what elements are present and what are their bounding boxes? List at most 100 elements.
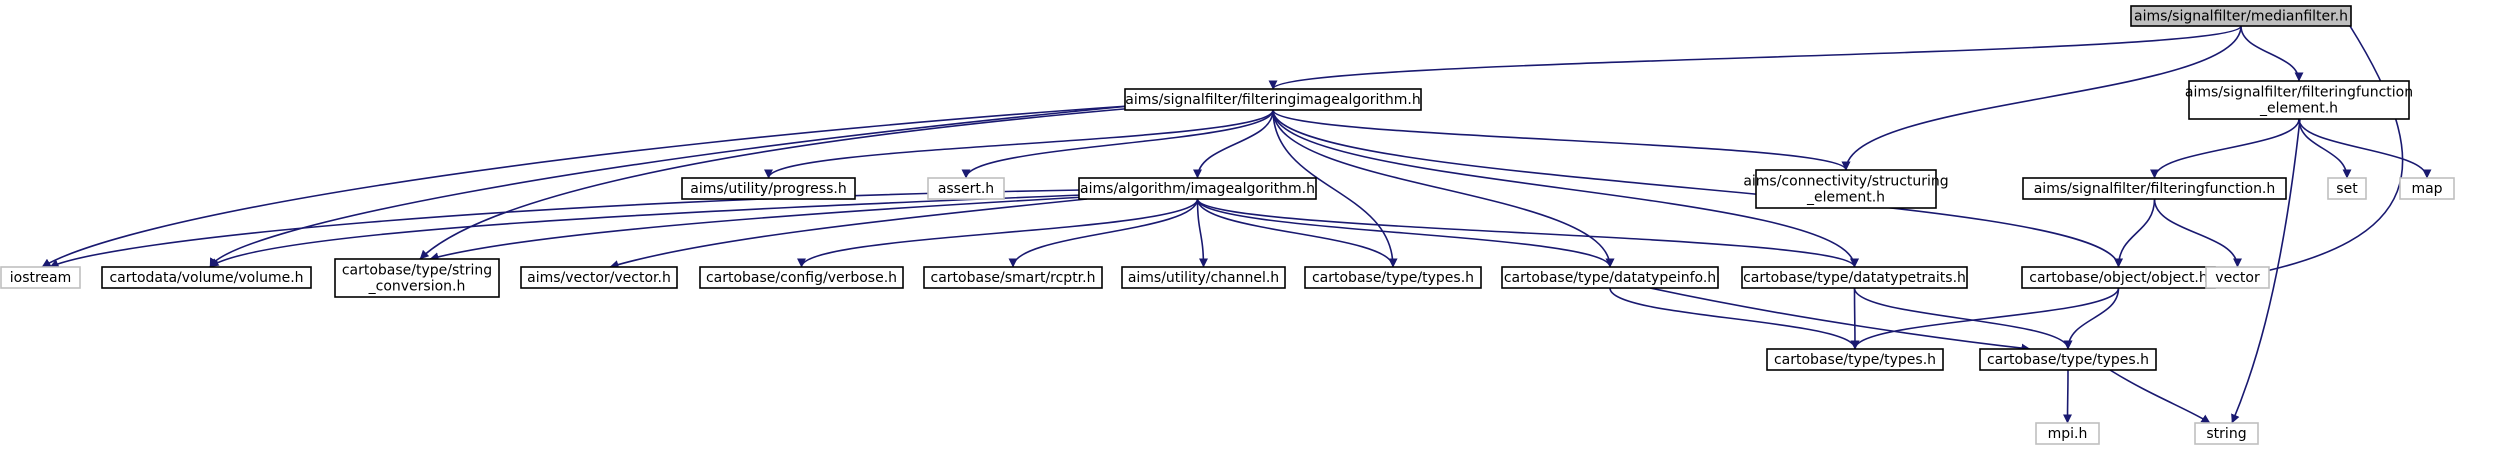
edge-medianfilter-to-filteringfunction_element: [2240, 25, 2304, 82]
node-rcptr[interactable]: cartobase/smart/rcptr.h: [923, 266, 1103, 289]
edge-imagealgorithm-to-datatypeinfo: [1196, 198, 1615, 268]
edge-filteringimagealgorithm-to-datatypeinfo: [1272, 109, 1615, 268]
edge-datatypetraits-to-types_b1: [1850, 287, 1860, 350]
node-label: vector: [2215, 270, 2260, 286]
node-label: cartobase/smart/rcptr.h: [931, 270, 1096, 286]
edge-imagealgorithm-to-string_conversion: [429, 196, 1086, 262]
node-medianfilter[interactable]: aims/signalfilter/medianfilter.h: [2130, 5, 2352, 27]
nodes-layer: aims/signalfilter/medianfilter.h aims/sig…: [0, 5, 2455, 445]
node-set: set: [2327, 177, 2367, 200]
edge-imagealgorithm-to-rcptr: [1008, 198, 1199, 268]
edge-filteringfunction_element-to-set: [2298, 118, 2352, 179]
node-label: aims/vector/vector.h: [527, 270, 671, 286]
node-vector-std: vector: [2205, 266, 2270, 289]
node-label: _element.h: [1806, 190, 1885, 206]
node-label: cartobase/type/datatypetraits.h: [1743, 270, 1966, 286]
edge-datatypeinfo-to-types_b1: [1609, 287, 1860, 350]
node-datatypetraits[interactable]: cartobase/type/datatypetraits.h: [1741, 266, 1968, 289]
node-box: [520, 266, 678, 289]
node-box: [2205, 266, 2270, 289]
node-box: [2194, 422, 2259, 445]
node-vector-h[interactable]: aims/vector/vector.h: [520, 266, 678, 289]
edge-imagealgorithm-to-channel: [1196, 198, 1208, 268]
node-box: [2035, 422, 2100, 445]
node-filteringimagealgorithm[interactable]: aims/signalfilter/filteringimagealgorith…: [1124, 88, 1422, 111]
node-types-b1[interactable]: cartobase/type/types.h: [1766, 348, 1944, 371]
node-volume[interactable]: cartodata/volume/volume.h: [101, 266, 312, 289]
node-box: [1741, 266, 1968, 289]
node-box: [1078, 177, 1317, 200]
edge-filteringfunction_element-to-filteringfunction: [2150, 118, 2300, 179]
edge-types_b2-to-mpi: [2063, 369, 2073, 424]
node-verbose[interactable]: cartobase/config/verbose.h: [699, 266, 904, 289]
node-label: assert.h: [938, 181, 994, 197]
node-label: cartobase/config/verbose.h: [706, 270, 897, 286]
edge-filteringimagealgorithm-to-datatypetraits: [1272, 109, 1859, 268]
node-object[interactable]: cartobase/object/object.h: [2021, 266, 2216, 289]
node-box: [699, 266, 904, 289]
node-datatypeinfo[interactable]: cartobase/type/datatypeinfo.h: [1501, 266, 1719, 289]
edge-filteringfunction-to-object: [2114, 198, 2156, 268]
node-label: set: [2336, 181, 2358, 197]
edge-filteringfunction_element-to-map: [2298, 118, 2432, 179]
edge-imagealgorithm-to-datatypetraits: [1196, 198, 1859, 268]
node-label: _conversion.h: [368, 279, 466, 295]
node-box: [927, 177, 1005, 200]
node-filteringfunction-element[interactable]: aims/signalfilter/filteringfunction_elem…: [2185, 80, 2413, 120]
edges-layer: [41, 25, 2432, 424]
node-string-std: string: [2194, 422, 2259, 445]
node-box: [0, 266, 81, 289]
node-label: aims/signalfilter/medianfilter.h: [2134, 9, 2348, 25]
edge-datatypeinfo-to-types_b2: [1649, 287, 2031, 353]
node-box: [2327, 177, 2367, 200]
node-imagealgorithm[interactable]: aims/algorithm/imagealgorithm.h: [1078, 177, 1317, 200]
edge-imagealgorithm-to-vector_h: [609, 198, 1088, 269]
node-box: [1766, 348, 1944, 371]
node-box: [334, 258, 500, 298]
node-label: mpi.h: [2048, 426, 2088, 442]
node-structuring-element[interactable]: aims/connectivity/structuring_element.h: [1743, 169, 1949, 209]
node-label: cartodata/volume/volume.h: [109, 270, 303, 286]
node-types-mid[interactable]: cartobase/type/types.h: [1304, 266, 1482, 289]
node-label: cartobase/type/types.h: [1774, 352, 1936, 368]
node-label: cartobase/type/string: [342, 263, 492, 279]
node-types-b2[interactable]: cartobase/type/types.h: [1979, 348, 2157, 371]
node-box: [1121, 266, 1286, 289]
edge-types_b2-to-string_std: [2109, 369, 2211, 424]
node-assert: assert.h: [927, 177, 1005, 200]
edge-filteringimagealgorithm-to-structuring_element: [1272, 109, 1851, 171]
node-filteringfunction[interactable]: aims/signalfilter/filteringfunction.h: [2022, 177, 2287, 200]
edge-medianfilter-to-structuring_element: [1841, 25, 2242, 171]
node-label: _element.h: [2259, 101, 2338, 117]
edge-object-to-types_b1: [1850, 287, 2120, 350]
node-box: [681, 177, 856, 200]
edge-filteringimagealgorithm-to-types_mid: [1272, 109, 1398, 268]
node-box: [1979, 348, 2157, 371]
node-label: cartobase/type/types.h: [1987, 352, 2149, 368]
node-label: string: [2206, 426, 2246, 442]
node-map: map: [2399, 177, 2455, 200]
node-channel[interactable]: aims/utility/channel.h: [1121, 266, 1286, 289]
edge-filteringimagealgorithm-to-progress: [764, 109, 1274, 179]
edge-filteringfunction-to-vector_std: [2153, 198, 2242, 268]
node-box: [2188, 80, 2410, 120]
node-label: aims/utility/progress.h: [690, 181, 846, 197]
node-mpi: mpi.h: [2035, 422, 2100, 445]
node-label: aims/utility/channel.h: [1128, 270, 1279, 286]
node-box: [101, 266, 312, 289]
node-box: [2399, 177, 2455, 200]
edge-filteringimagealgorithm-to-iostream: [41, 105, 1129, 268]
node-progress[interactable]: aims/utility/progress.h: [681, 177, 856, 200]
edge-filteringimagealgorithm-to-assert: [961, 109, 1274, 179]
node-box: [1304, 266, 1482, 289]
node-label: aims/signalfilter/filteringfunction: [2185, 85, 2413, 101]
node-string-conversion[interactable]: cartobase/type/string_conversion.h: [334, 258, 500, 298]
node-label: cartobase/object/object.h: [2029, 270, 2208, 286]
edge-filteringfunction_element-to-string_std: [2231, 118, 2301, 424]
node-label: aims/signalfilter/filteringimagealgorith…: [1125, 92, 1421, 108]
node-label: map: [2411, 181, 2442, 197]
node-label: aims/signalfilter/filteringfunction.h: [2034, 181, 2276, 197]
node-label: iostream: [10, 270, 72, 286]
node-label: aims/connectivity/structuring: [1743, 174, 1948, 190]
